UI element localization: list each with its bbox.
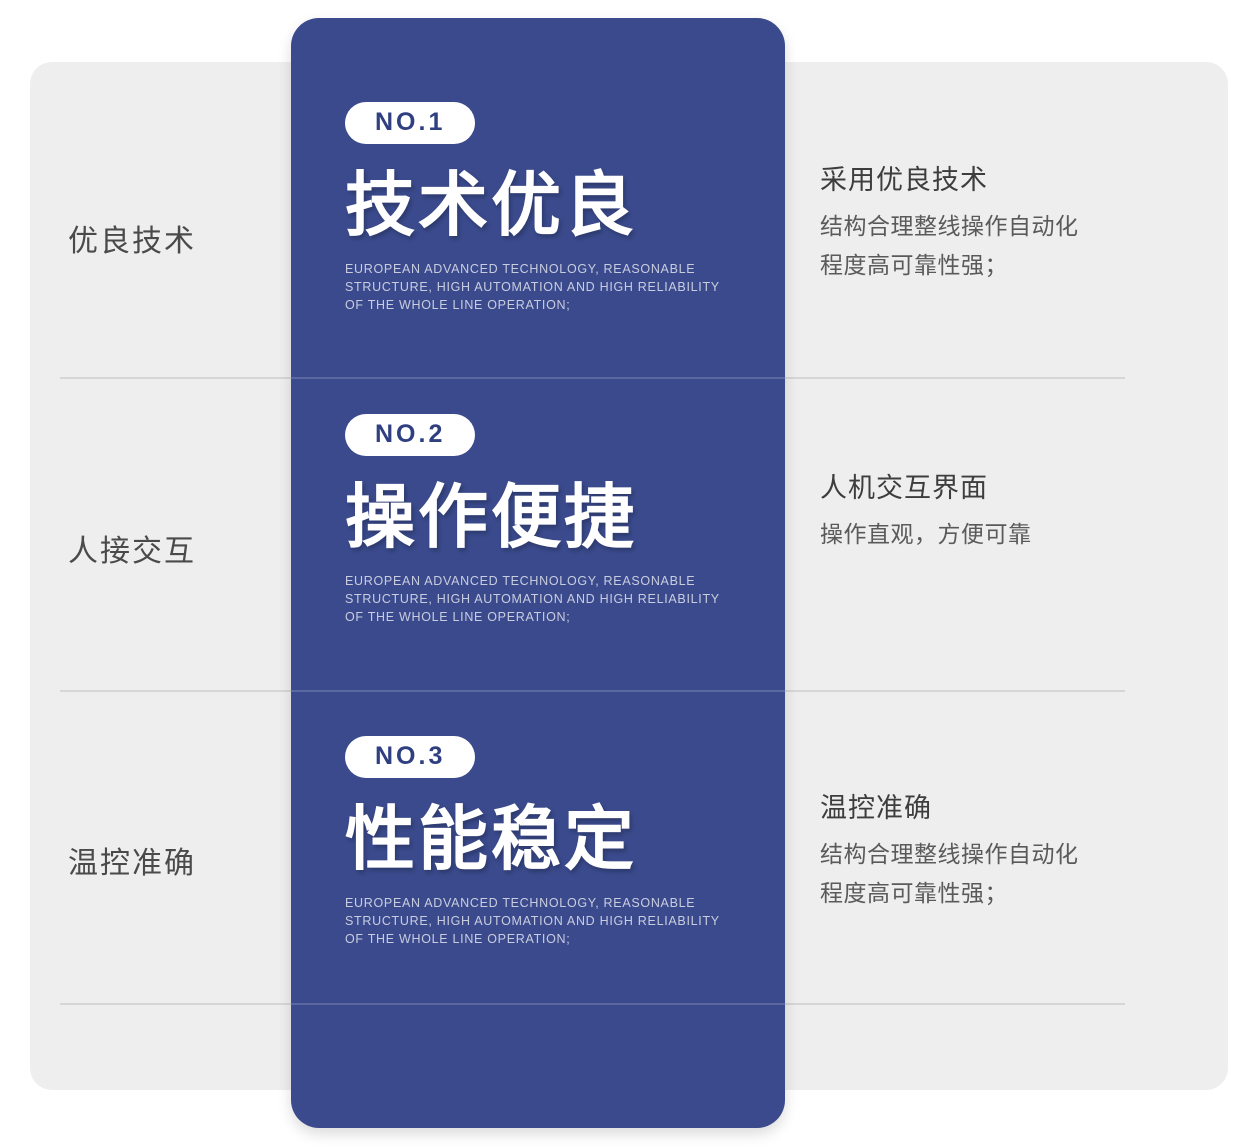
right-description-1: 采用优良技术 结构合理整线操作自动化 程度高可靠性强；: [820, 160, 1190, 286]
card-section-3: NO.3 性能稳定 EUROPEAN ADVANCED TECHNOLOGY, …: [291, 736, 785, 948]
right-description-2: 人机交互界面 操作直观，方便可靠: [820, 468, 1190, 554]
right-line-3-2: 程度高可靠性强；: [820, 880, 1008, 907]
card-headline-3: 性能稳定: [345, 800, 637, 878]
card-caption-1-line-3: OF THE WHOLE LINE OPERATION;: [345, 297, 571, 312]
card-caption-3-line-1: EUROPEAN ADVANCED TECHNOLOGY, REASONABLE: [345, 895, 696, 910]
card-caption-3-line-2: STRUCTURE, HIGH AUTOMATION AND HIGH RELI…: [345, 913, 720, 928]
card-caption-1-line-1: EUROPEAN ADVANCED TECHNOLOGY, REASONABLE: [345, 261, 696, 276]
card-section-1: NO.1 技术优良 EUROPEAN ADVANCED TECHNOLOGY, …: [291, 102, 785, 314]
right-title-2: 人机交互界面: [820, 473, 988, 503]
card-caption-2-line-3: OF THE WHOLE LINE OPERATION;: [345, 609, 571, 624]
card-headline-1: 技术优良: [345, 166, 637, 244]
card-headline-2: 操作便捷: [345, 478, 637, 556]
card-caption-3: EUROPEAN ADVANCED TECHNOLOGY, REASONABLE…: [345, 894, 737, 948]
feature-card-panel: NO.1 技术优良 EUROPEAN ADVANCED TECHNOLOGY, …: [291, 18, 785, 1128]
right-description-3: 温控准确 结构合理整线操作自动化 程度高可靠性强；: [820, 788, 1190, 914]
card-caption-1-line-2: STRUCTURE, HIGH AUTOMATION AND HIGH RELI…: [345, 279, 720, 294]
left-label-3: 温控准确: [68, 847, 196, 880]
card-inner-divider-1: [291, 377, 785, 379]
card-caption-2-line-1: EUROPEAN ADVANCED TECHNOLOGY, REASONABLE: [345, 573, 696, 588]
badge-no-3: NO.3: [345, 736, 476, 778]
right-line-1-2: 程度高可靠性强；: [820, 252, 1008, 279]
left-label-2: 人接交互: [68, 535, 196, 568]
right-line-1-1: 结构合理整线操作自动化: [820, 212, 1079, 239]
card-caption-1: EUROPEAN ADVANCED TECHNOLOGY, REASONABLE…: [345, 260, 737, 314]
right-line-3-1: 结构合理整线操作自动化: [820, 840, 1079, 867]
badge-no-2: NO.2: [345, 414, 476, 456]
card-inner-divider-3: [291, 1003, 785, 1005]
card-caption-2: EUROPEAN ADVANCED TECHNOLOGY, REASONABLE…: [345, 572, 737, 626]
card-inner-divider-2: [291, 690, 785, 692]
right-line-2-1: 操作直观，方便可靠: [820, 520, 1032, 547]
badge-no-1: NO.1: [345, 102, 476, 144]
card-caption-2-line-2: STRUCTURE, HIGH AUTOMATION AND HIGH RELI…: [345, 591, 720, 606]
left-label-1: 优良技术: [68, 225, 196, 258]
card-section-2: NO.2 操作便捷 EUROPEAN ADVANCED TECHNOLOGY, …: [291, 414, 785, 626]
right-title-3: 温控准确: [820, 793, 932, 823]
card-caption-3-line-3: OF THE WHOLE LINE OPERATION;: [345, 931, 571, 946]
right-title-1: 采用优良技术: [820, 165, 988, 195]
